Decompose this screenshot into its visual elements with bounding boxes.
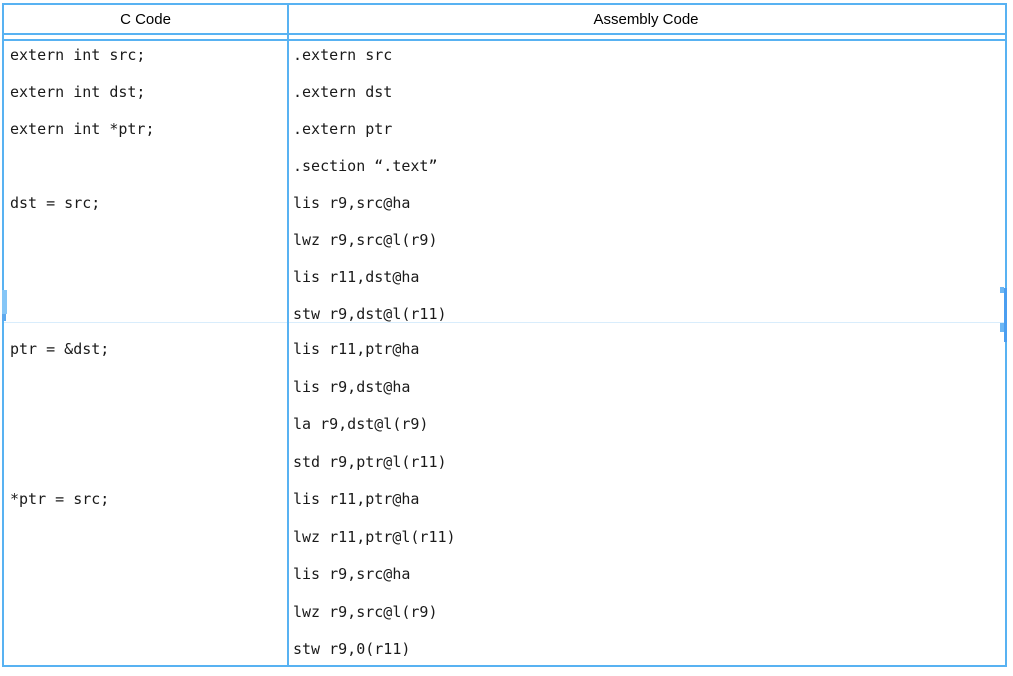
table-row-ptr-ops: ptr = &dst; *ptr = src; lis r11,ptr@ha l… (4, 323, 1005, 665)
assembly-code-line: lwz r9,src@l(r9) (293, 594, 1005, 632)
c-code-lines: extern int src; extern int dst; extern i… (10, 37, 287, 222)
left-edge-highlight-mark (2, 290, 7, 314)
assembly-code-line: lis r11,dst@ha (293, 259, 1005, 296)
c-code-line (10, 148, 287, 185)
c-code-line: extern int dst; (10, 74, 287, 111)
c-code-line (10, 406, 287, 444)
c-code-cell: extern int src; extern int dst; extern i… (4, 41, 287, 322)
assembly-code-lines: lis r11,ptr@ha lis r9,dst@ha la r9,dst@l… (293, 323, 1005, 669)
assembly-code-line: lis r11,ptr@ha (293, 331, 1005, 369)
column-divider (287, 5, 289, 665)
assembly-code-line: lis r11,ptr@ha (293, 481, 1005, 519)
table-header-row: C Code Assembly Code (4, 5, 1005, 35)
right-edge-highlight-mark (1004, 288, 1007, 342)
assembly-code-cell: lis r11,ptr@ha lis r9,dst@ha la r9,dst@l… (287, 323, 1005, 665)
right-edge-handle-mark (1000, 287, 1004, 293)
table-row-dst-eq-src: extern int src; extern int dst; extern i… (4, 41, 1005, 323)
assembly-code-line: stw r9,0(r11) (293, 631, 1005, 669)
c-code-line: ptr = &dst; (10, 331, 287, 369)
c-code-line (10, 369, 287, 407)
code-comparison-table: C Code Assembly Code extern int src; ext… (2, 3, 1007, 667)
c-code-line: *ptr = src; (10, 481, 287, 519)
left-edge-handle-mark (2, 314, 6, 321)
c-code-line (10, 444, 287, 482)
c-code-line: extern int *ptr; (10, 111, 287, 148)
assembly-code-line: .extern ptr (293, 111, 1005, 148)
c-code-line: extern int src; (10, 37, 287, 74)
c-code-line: dst = src; (10, 185, 287, 222)
assembly-code-line: lis r9,src@ha (293, 185, 1005, 222)
header-c-code: C Code (4, 5, 287, 33)
assembly-code-line: .extern src (293, 37, 1005, 74)
assembly-code-line: std r9,ptr@l(r11) (293, 444, 1005, 482)
assembly-code-line: .extern dst (293, 74, 1005, 111)
assembly-code-line: lis r9,dst@ha (293, 369, 1005, 407)
assembly-code-cell: .extern src .extern dst .extern ptr .sec… (287, 41, 1005, 322)
assembly-code-line: stw r9,dst@l(r11) (293, 296, 1005, 333)
c-code-lines: ptr = &dst; *ptr = src; (10, 323, 287, 519)
assembly-code-line: lwz r11,ptr@l(r11) (293, 519, 1005, 557)
assembly-code-line: la r9,dst@l(r9) (293, 406, 1005, 444)
right-edge-handle-mark (1000, 323, 1004, 332)
assembly-code-line: .section “.text” (293, 148, 1005, 185)
assembly-code-line: lwz r9,src@l(r9) (293, 222, 1005, 259)
header-assembly-code: Assembly Code (287, 5, 1005, 33)
assembly-code-line: lis r9,src@ha (293, 556, 1005, 594)
c-code-cell: ptr = &dst; *ptr = src; (4, 323, 287, 665)
assembly-code-lines: .extern src .extern dst .extern ptr .sec… (293, 37, 1005, 333)
